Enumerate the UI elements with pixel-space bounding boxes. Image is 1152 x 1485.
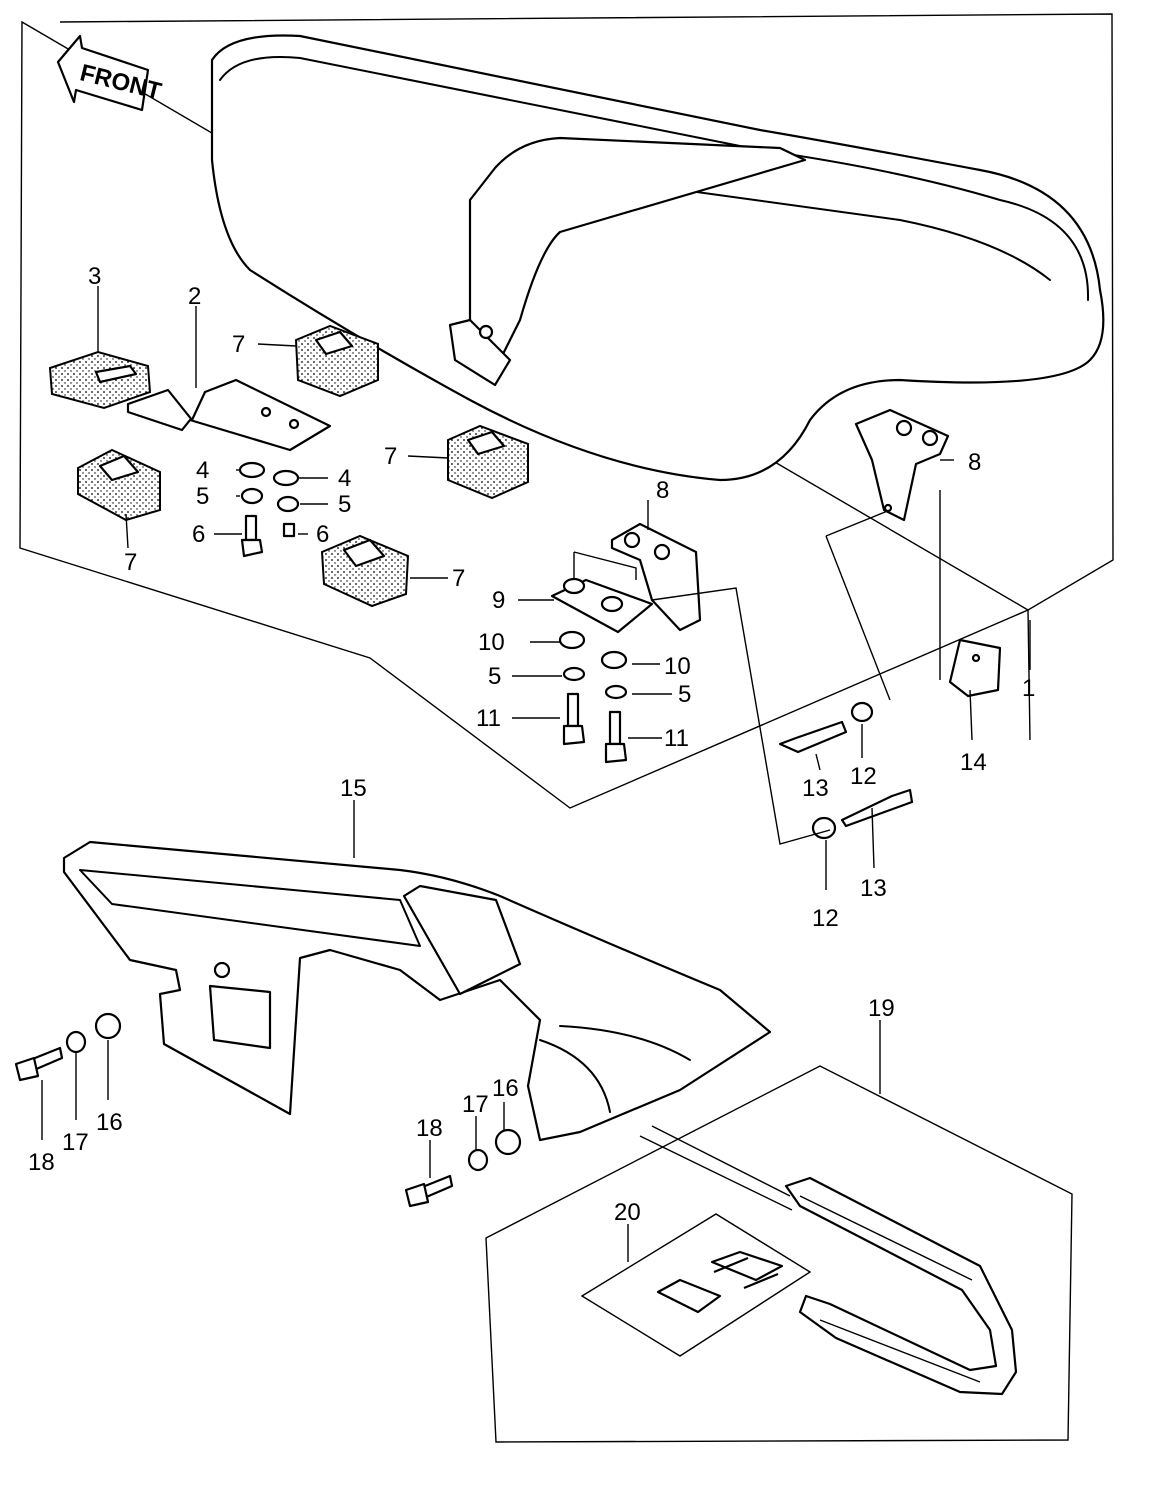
part-8-bracket-right bbox=[854, 408, 950, 522]
callout-12a: 12 bbox=[850, 763, 877, 790]
callout-13a: 13 bbox=[802, 775, 829, 802]
callout-3: 3 bbox=[88, 263, 101, 290]
assembly-guide-lines bbox=[651, 490, 941, 845]
seat-group-outline bbox=[19, 13, 1114, 809]
callout-16b: 16 bbox=[492, 1075, 519, 1102]
callout-12b: 12 bbox=[812, 905, 839, 932]
callout-1: 1 bbox=[1022, 675, 1035, 702]
part-20-master-link bbox=[656, 1250, 784, 1314]
callout-17b: 17 bbox=[462, 1091, 489, 1118]
part-8-bracket-left bbox=[610, 522, 702, 632]
callout-7b: 7 bbox=[384, 443, 397, 470]
callout-4a: 4 bbox=[196, 457, 209, 484]
callout-9: 9 bbox=[492, 587, 505, 614]
callout-4b: 4 bbox=[338, 465, 351, 492]
part-7-rubber-block-a bbox=[294, 324, 379, 398]
part-3-seat-damper bbox=[48, 350, 152, 410]
hardware-16-17-18-left bbox=[14, 1012, 122, 1082]
hardware-4-5-6 bbox=[238, 461, 300, 558]
callout-18a: 18 bbox=[28, 1149, 55, 1176]
callout-13b: 13 bbox=[860, 875, 887, 902]
callout-7d: 7 bbox=[452, 565, 465, 592]
callout-16a: 16 bbox=[96, 1109, 123, 1136]
master-link-group-outline bbox=[580, 1213, 812, 1357]
callout-8b: 8 bbox=[968, 449, 981, 476]
chain-group-outline bbox=[485, 1065, 1073, 1443]
part-7-rubber-block-c bbox=[77, 448, 161, 522]
callout-5b: 5 bbox=[338, 491, 351, 518]
seat bbox=[210, 34, 1105, 482]
hardware-16-17-18-right bbox=[404, 1128, 522, 1208]
callout-7c: 7 bbox=[124, 549, 137, 576]
part-9-plate bbox=[550, 577, 654, 634]
callout-5a: 5 bbox=[196, 483, 209, 510]
callout-17a: 17 bbox=[62, 1129, 89, 1156]
callout-2: 2 bbox=[188, 283, 201, 310]
callout-14: 14 bbox=[960, 749, 987, 776]
callout-5d: 5 bbox=[678, 681, 691, 708]
part-7-rubber-block-b bbox=[447, 424, 529, 500]
callout-7a: 7 bbox=[232, 331, 245, 358]
callout-8a: 8 bbox=[656, 477, 669, 504]
callout-11a: 11 bbox=[476, 705, 501, 732]
callout-5c: 5 bbox=[488, 663, 501, 690]
callout-labels: 1 2 3 4 4 5 5 5 5 6 6 7 7 7 7 8 8 9 10 1… bbox=[28, 263, 1035, 1226]
callout-6b: 6 bbox=[316, 521, 329, 548]
callout-11b: 11 bbox=[664, 725, 689, 752]
part-15-chain-case bbox=[62, 840, 772, 1142]
hardware-12-13 bbox=[778, 701, 914, 840]
part-14-clip bbox=[948, 638, 1002, 698]
callout-15: 15 bbox=[340, 775, 367, 802]
part-2-bracket bbox=[126, 378, 332, 452]
callout-10a: 10 bbox=[478, 629, 505, 656]
part-19-drive-chain bbox=[639, 1125, 1018, 1396]
callout-19: 19 bbox=[868, 995, 895, 1022]
part-7-rubber-block-d bbox=[320, 534, 410, 608]
callout-10b: 10 bbox=[664, 653, 691, 680]
callout-6a: 6 bbox=[192, 521, 205, 548]
leader-lines bbox=[41, 286, 1031, 1262]
callout-20: 20 bbox=[614, 1199, 641, 1226]
callout-18b: 18 bbox=[416, 1115, 443, 1142]
front-arrow: FRONT bbox=[56, 34, 164, 112]
hardware-10-5-11 bbox=[558, 551, 637, 764]
